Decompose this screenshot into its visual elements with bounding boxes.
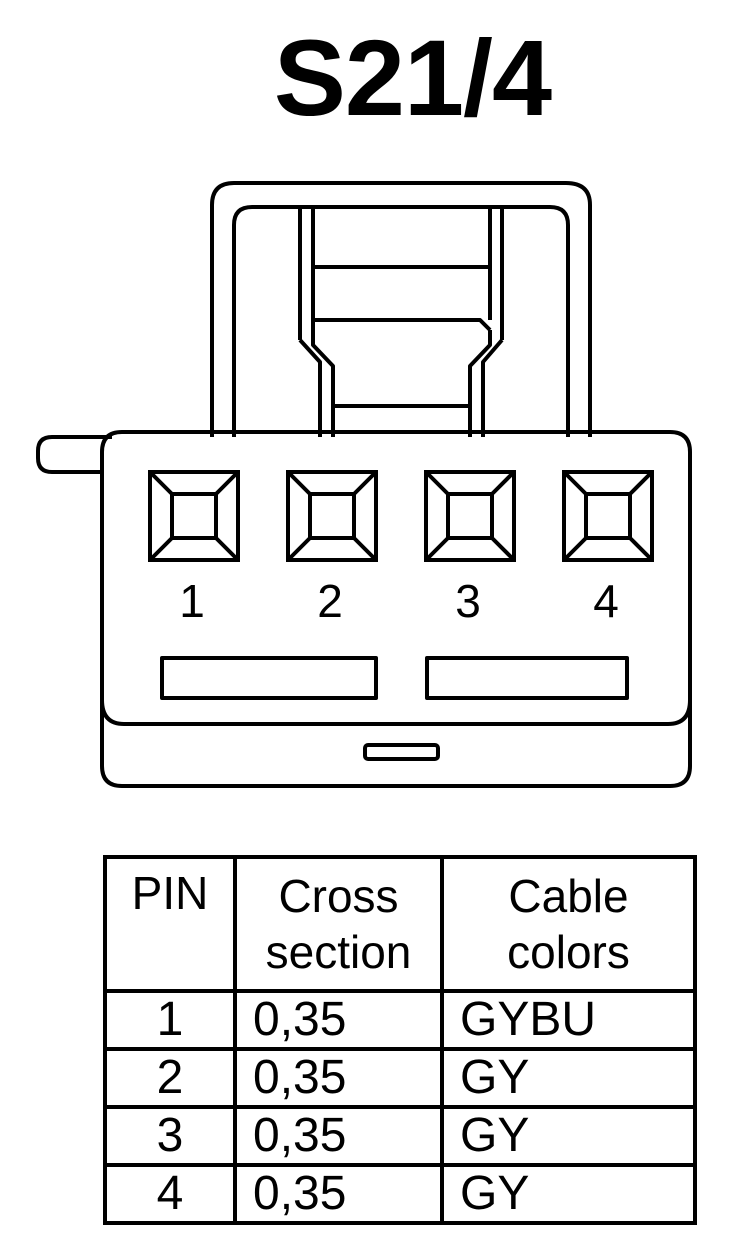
row-pin: 3 [103, 1105, 237, 1167]
pin-terminal [562, 470, 654, 562]
row-pin: 1 [103, 989, 237, 1051]
header-cross-section: Cross section [233, 855, 444, 993]
base-slot [363, 743, 440, 761]
lock-bracket-outer [210, 181, 592, 437]
header-cross-line1: Cross [278, 870, 399, 922]
lock-bracket-inner [232, 205, 570, 437]
connector-title: S21/4 [273, 17, 552, 138]
header-pin: PIN [103, 855, 237, 993]
table-header-row: PIN Cross section Cable colors [103, 855, 697, 993]
side-tab [36, 435, 112, 474]
pin-number-label: 2 [317, 575, 343, 627]
row-cross-section: 0,35 [233, 1105, 444, 1167]
row-cross-section: 0,35 [233, 989, 444, 1051]
table-row: 3 0,35 GY [103, 1105, 697, 1167]
housing-lower-band [100, 699, 692, 726]
row-cable-color: GY [440, 1105, 697, 1167]
table-row: 2 0,35 GY [103, 1047, 697, 1109]
row-cable-color: GYBU [440, 989, 697, 1051]
connector-diagram: 1 2 3 4 [36, 181, 692, 788]
pin-terminal [286, 470, 378, 562]
header-cable-line2: colors [507, 926, 630, 978]
header-cable-line1: Cable [508, 870, 629, 922]
row-pin: 4 [103, 1163, 237, 1225]
header-cable-colors: Cable colors [440, 855, 697, 993]
pin-table: PIN Cross section Cable colors 1 0,35 GY… [103, 855, 697, 1225]
pin-terminal [148, 470, 240, 562]
row-cross-section: 0,35 [233, 1163, 444, 1225]
latch-tongue [298, 207, 504, 437]
header-cross-line2: section [265, 926, 412, 978]
row-cable-color: GY [440, 1047, 697, 1109]
bottom-slot-left [160, 656, 378, 700]
table-row: 1 0,35 GYBU [103, 989, 697, 1051]
pin-number-label: 4 [593, 575, 619, 627]
table-row: 4 0,35 GY [103, 1163, 697, 1225]
row-cable-color: GY [440, 1163, 697, 1225]
pin-number-label: 1 [179, 575, 205, 627]
row-cross-section: 0,35 [233, 1047, 444, 1109]
row-pin: 2 [103, 1047, 237, 1109]
pin-terminal [424, 470, 516, 562]
bottom-slot-right [425, 656, 629, 700]
connector-housing [100, 430, 692, 788]
pin-number-label: 3 [455, 575, 481, 627]
